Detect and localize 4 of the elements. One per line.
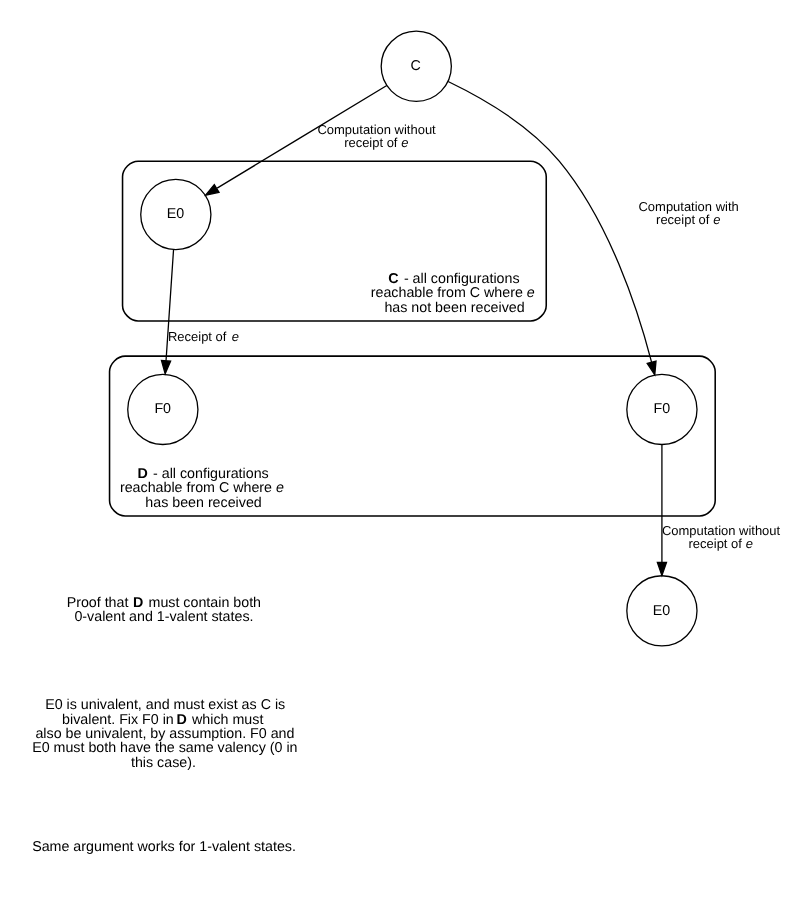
arrow <box>160 249 175 376</box>
arrow <box>656 444 668 578</box>
arrow <box>203 84 388 197</box>
arrow <box>447 80 657 377</box>
